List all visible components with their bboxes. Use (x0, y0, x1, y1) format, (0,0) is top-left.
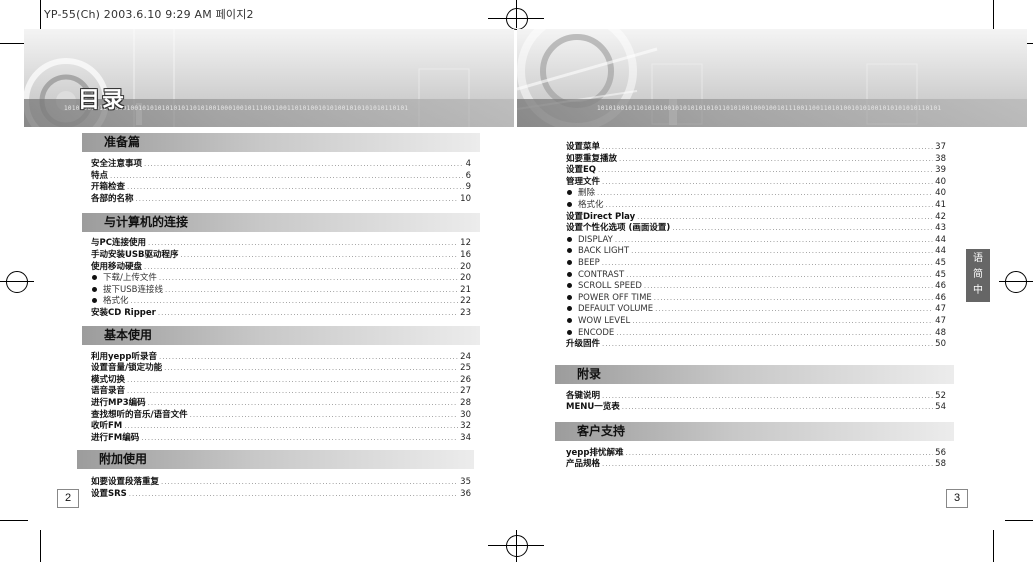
toc-entry[interactable]: 进行FM编码34 (91, 433, 471, 445)
bullet-icon (567, 236, 572, 242)
toc-subentry[interactable]: BEEP45 (566, 258, 946, 270)
toc-entry[interactable]: 查找想听的音乐/语音文件30 (91, 410, 471, 422)
section-items: 设置菜单37 如要重复播放38 设置EQ39 管理文件40 删除40 格式化41… (566, 142, 946, 351)
bullet-icon (567, 248, 572, 254)
section-header: 与计算机的连接 (82, 213, 480, 233)
toc-entry[interactable]: 设置EQ39 (566, 165, 946, 177)
section-header: 基本使用 (82, 325, 480, 345)
toc-right: 设置菜单37 如要重复播放38 设置EQ39 管理文件40 删除40 格式化41… (555, 142, 954, 471)
toc-subentry[interactable]: BACK LIGHT44 (566, 246, 946, 258)
toc-entry[interactable]: 设置音量/锁定功能25 (91, 363, 471, 375)
toc-subentry[interactable]: DEFAULT VOLUME47 (566, 304, 946, 316)
toc-entry[interactable]: 设置个性化选项 (画面设置)43 (566, 223, 946, 235)
toc-subentry[interactable]: DISPLAY44 (566, 235, 946, 247)
toc-entry[interactable]: 收听FM32 (91, 421, 471, 433)
toc-entry[interactable]: 使用移动硬盘20 (91, 262, 471, 274)
binary-pattern: 1010100101101010100101010101010110101001… (64, 105, 409, 112)
toc-entry[interactable]: 与PC连接使用12 (91, 238, 471, 250)
page-title: 目录 (78, 88, 127, 113)
toc-entry[interactable]: 特点6 (91, 171, 471, 183)
bullet-icon (567, 317, 572, 323)
toc-entry[interactable]: 进行MP3编码28 (91, 398, 471, 410)
print-slug: YP-55(Ch) 2003.6.10 9:29 AM 페이지2 (44, 8, 254, 21)
bullet-icon (567, 306, 572, 312)
toc-subentry[interactable]: WOW LEVEL47 (566, 316, 946, 328)
toc-entry[interactable]: 安全注意事项4 (91, 159, 471, 171)
toc-entry[interactable]: 开箱检查9 (91, 182, 471, 194)
header-banner-left: 1010100101101010100101010101010110101001… (24, 29, 514, 127)
page-number-left: 2 (57, 489, 79, 508)
language-tab: 语 简 中 (966, 249, 990, 302)
section-items: 各键说明52 MENU一览表54 (566, 391, 946, 414)
toc-subentry[interactable]: 拔下USB连接线21 (91, 285, 471, 297)
section-items: yepp排忧解难56 产品规格58 (566, 448, 946, 471)
bullet-icon (567, 329, 572, 335)
toc-left: 准备篇 安全注意事项4 特点6 开箱检查9 各部的名称10 与计算机的连接 与P… (77, 133, 480, 500)
page-number-right: 3 (946, 489, 968, 508)
toc-subentry[interactable]: 格式化41 (566, 200, 946, 212)
section-header: 准备篇 (82, 133, 480, 152)
toc-entry[interactable]: 利用yepp听录音24 (91, 352, 471, 364)
toc-entry[interactable]: 安装CD Ripper23 (91, 308, 471, 320)
toc-subentry[interactable]: ENCODE48 (566, 328, 946, 340)
bullet-icon (92, 298, 97, 304)
bullet-icon (567, 283, 572, 289)
binary-pattern-right: 1010100101101010100101010101010110101001… (597, 105, 942, 112)
toc-entry[interactable]: 如要重复播放38 (566, 154, 946, 166)
section-header: 附录 (555, 364, 954, 384)
toc-subentry[interactable]: POWER OFF TIME46 (566, 293, 946, 305)
section-items: 与PC连接使用12 手动安装USB驱动程序16 使用移动硬盘20 下载/上传文件… (91, 238, 471, 319)
toc-subentry[interactable]: CONTRAST45 (566, 270, 946, 282)
bullet-icon (567, 259, 572, 265)
bullet-icon (92, 275, 97, 281)
toc-entry[interactable]: 语音录音27 (91, 386, 471, 398)
toc-entry[interactable]: 设置SRS36 (91, 489, 471, 501)
toc-entry[interactable]: MENU一览表54 (566, 402, 946, 414)
bullet-icon (567, 201, 572, 207)
toc-entry[interactable]: 产品规格58 (566, 459, 946, 471)
bullet-icon (567, 271, 572, 277)
bullet-icon (92, 286, 97, 292)
section-header: 附加使用 (77, 450, 474, 470)
bullet-icon (567, 294, 572, 300)
toc-subentry[interactable]: 格式化22 (91, 296, 471, 308)
section-items: 利用yepp听录音24 设置音量/锁定功能25 模式切换26 语音录音27 进行… (91, 352, 471, 445)
bullet-icon (567, 190, 572, 196)
header-banner-right: 1010100101101010100101010101010110101001… (517, 29, 1027, 127)
toc-entry[interactable]: 模式切换26 (91, 375, 471, 387)
toc-entry[interactable]: 设置菜单37 (566, 142, 946, 154)
section-items: 安全注意事项4 特点6 开箱检查9 各部的名称10 (91, 159, 471, 205)
toc-entry[interactable]: 手动安装USB驱动程序16 (91, 250, 471, 262)
toc-subentry[interactable]: 删除40 (566, 188, 946, 200)
toc-entry[interactable]: 各键说明52 (566, 391, 946, 403)
toc-subentry[interactable]: 下载/上传文件20 (91, 273, 471, 285)
toc-entry[interactable]: 管理文件40 (566, 177, 946, 189)
toc-entry[interactable]: 升级固件50 (566, 339, 946, 351)
toc-entry[interactable]: 各部的名称10 (91, 194, 471, 206)
toc-entry[interactable]: 设置Direct Play42 (566, 212, 946, 224)
section-items: 如要设置段落重复35 设置SRS36 (91, 477, 471, 500)
toc-subentry[interactable]: SCROLL SPEED46 (566, 281, 946, 293)
section-header: 客户支持 (555, 421, 954, 441)
toc-entry[interactable]: yepp排忧解难56 (566, 448, 946, 460)
toc-entry[interactable]: 如要设置段落重复35 (91, 477, 471, 489)
